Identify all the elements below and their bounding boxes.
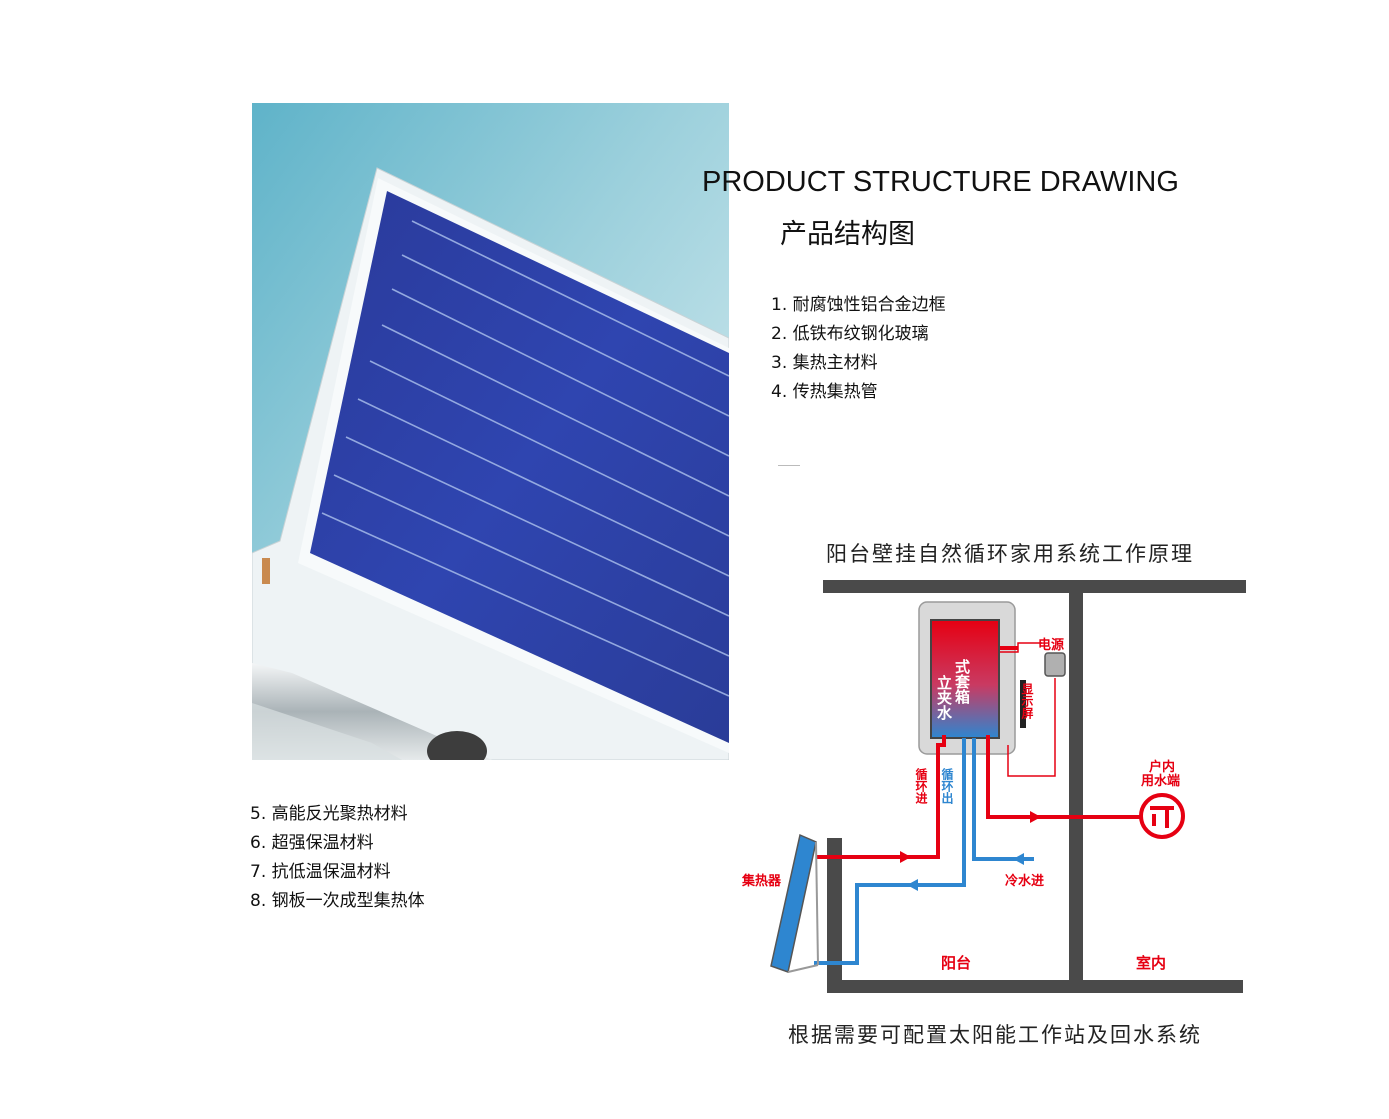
title-english: PRODUCT STRUCTURE DRAWING bbox=[702, 166, 1179, 198]
feature-list-bottom: 5. 高能反光聚热材料 6. 超强保温材料 7. 抗低温保温材料 8. 钢板一次… bbox=[250, 800, 425, 916]
title-chinese: 产品结构图 bbox=[780, 219, 915, 250]
feature-list-top: 1. 耐腐蚀性铝合金边框 2. 低铁布纹钢化玻璃 3. 集热主材料 4. 传热集… bbox=[771, 291, 946, 407]
diagram-footer: 根据需要可配置太阳能工作站及回水系统 bbox=[788, 1023, 1202, 1047]
feature-item: 8. 钢板一次成型集热体 bbox=[250, 891, 425, 911]
cold-in-label: 冷水进 bbox=[1005, 873, 1044, 889]
circulation-in-label: 循环进 bbox=[914, 767, 928, 805]
indoor-outlet-label: 用水端 bbox=[1140, 773, 1180, 789]
feature-item: 5. 高能反光聚热材料 bbox=[250, 804, 408, 824]
feature-item: 3. 集热主材料 bbox=[771, 353, 878, 373]
display-label: 显示屏 bbox=[1020, 683, 1034, 720]
walls bbox=[823, 580, 1246, 993]
faucet-icon bbox=[1139, 793, 1185, 839]
divider bbox=[778, 465, 800, 466]
power-box bbox=[1044, 652, 1066, 677]
feature-item: 2. 低铁布纹钢化玻璃 bbox=[771, 324, 929, 344]
feature-item: 4. 传热集热管 bbox=[771, 382, 878, 402]
diagram-title: 阳台壁挂自然循环家用系统工作原理 bbox=[826, 542, 1194, 566]
indoor-label: 室内 bbox=[1136, 954, 1166, 972]
water-tank bbox=[930, 619, 1000, 739]
indoor-outlet-label: 户内 bbox=[1149, 759, 1175, 775]
power-label: 电源 bbox=[1038, 637, 1064, 653]
display-panel bbox=[1020, 680, 1026, 728]
balcony-label: 阳台 bbox=[941, 954, 971, 972]
feature-item: 6. 超强保温材料 bbox=[250, 833, 374, 853]
feature-item: 1. 耐腐蚀性铝合金边框 bbox=[771, 295, 946, 315]
tank-label: 立夹水 bbox=[935, 674, 953, 721]
tank-label: 式套箱 bbox=[953, 658, 971, 705]
circulation-out-label: 循环出 bbox=[940, 767, 954, 805]
solar-panel-photo bbox=[252, 103, 729, 760]
collector-label: 集热器 bbox=[741, 873, 782, 889]
feature-item: 7. 抗低温保温材料 bbox=[250, 862, 391, 882]
collector-panel bbox=[770, 833, 819, 973]
system-diagram: 立夹水 式套箱 电源 显示屏 户内 用水端 循环进 循环出 集热器 冷水进 阳台… bbox=[730, 570, 1270, 1010]
